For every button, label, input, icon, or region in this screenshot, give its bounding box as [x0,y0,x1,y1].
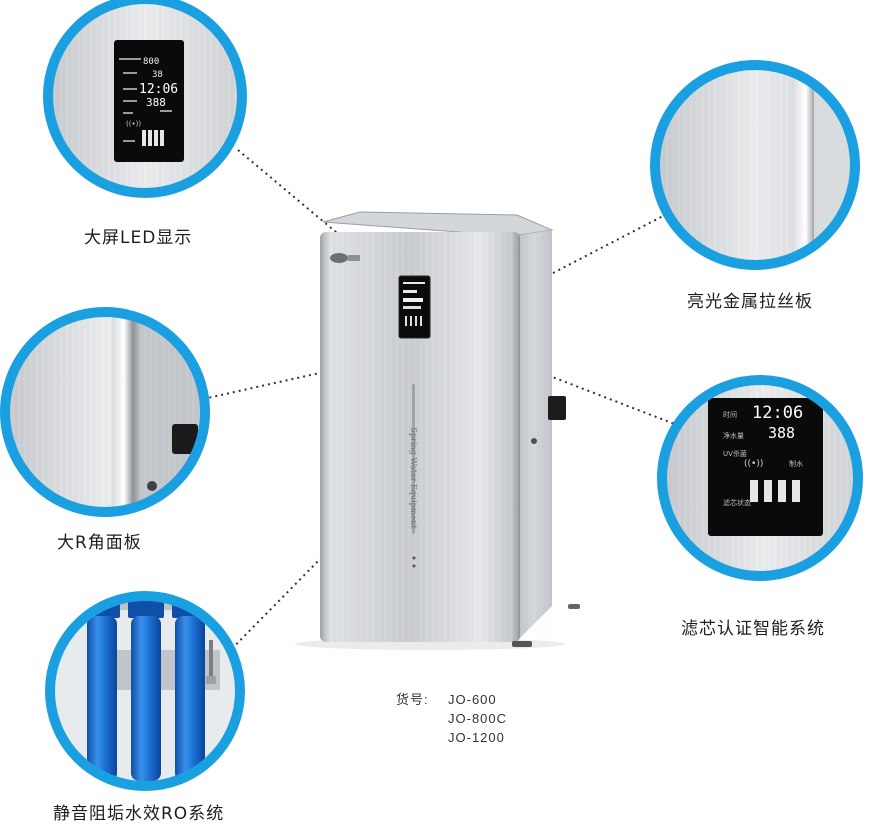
filter-housing [172,600,208,781]
feature-label-ro-system: 静音阻垢水效RO系统 [53,804,225,824]
zoom-ring [45,591,245,791]
zoom-display-second-value: 38 [152,70,163,80]
feature-label-r-corner-panel: 大R角面板 [57,533,142,553]
zoom2-label-filter: 滤芯状态 [723,498,751,507]
model-item: JO-1200 [448,730,505,745]
zoom2-label-make: 制水 [789,459,803,468]
zoom2-tds: 388 [768,424,795,442]
zoom-brushed-panel [650,60,860,270]
zoom-ring [657,375,863,581]
water-purifier-cabinet [295,211,580,650]
zoom2-label-tds: 净水量 [723,431,744,440]
model-prefix: 货号: [396,692,429,707]
model-item: JO-800C [448,711,508,726]
zoom2-label-uv: UV杀菌 [723,449,747,458]
model-numbers: 货号: JO-600 JO-800C JO-1200 [396,690,507,747]
filter-housing [84,600,120,781]
filter-housing [128,600,164,781]
feature-label-smart-filter: 滤芯认证智能系统 [681,619,825,639]
feature-label-brushed-panel: 亮光金属拉丝板 [687,292,813,312]
zoom-display-time: 12:06 [139,82,178,97]
zoom-ro-filter-system [45,591,245,791]
zoom2-wifi: ((•)) [744,459,763,469]
zoom-r-corner-panel [0,307,210,517]
model-item: JO-600 [448,692,497,707]
zoom-display-wifi: ((•)) [126,120,141,128]
zoom-display-tds: 388 [146,96,166,109]
zoom-ring [0,307,210,517]
zoom2-time: 12:06 [752,403,803,423]
zoom-display-top-value: 800 [143,57,159,67]
feature-label-led-display: 大屏LED显示 [84,228,193,248]
product-front-text: Spring Water Equipment [409,428,418,530]
zoom-led-display: 800 38 12:06 388 ((•)) [43,0,247,198]
zoom-smart-filter-display: 时间 12:06 净水量 388 UV杀菌 ((•)) 制水 滤芯状态 [657,375,863,581]
zoom-ring [43,0,247,198]
zoom-ring [650,60,860,270]
zoom2-label-time: 时间 [723,410,737,419]
